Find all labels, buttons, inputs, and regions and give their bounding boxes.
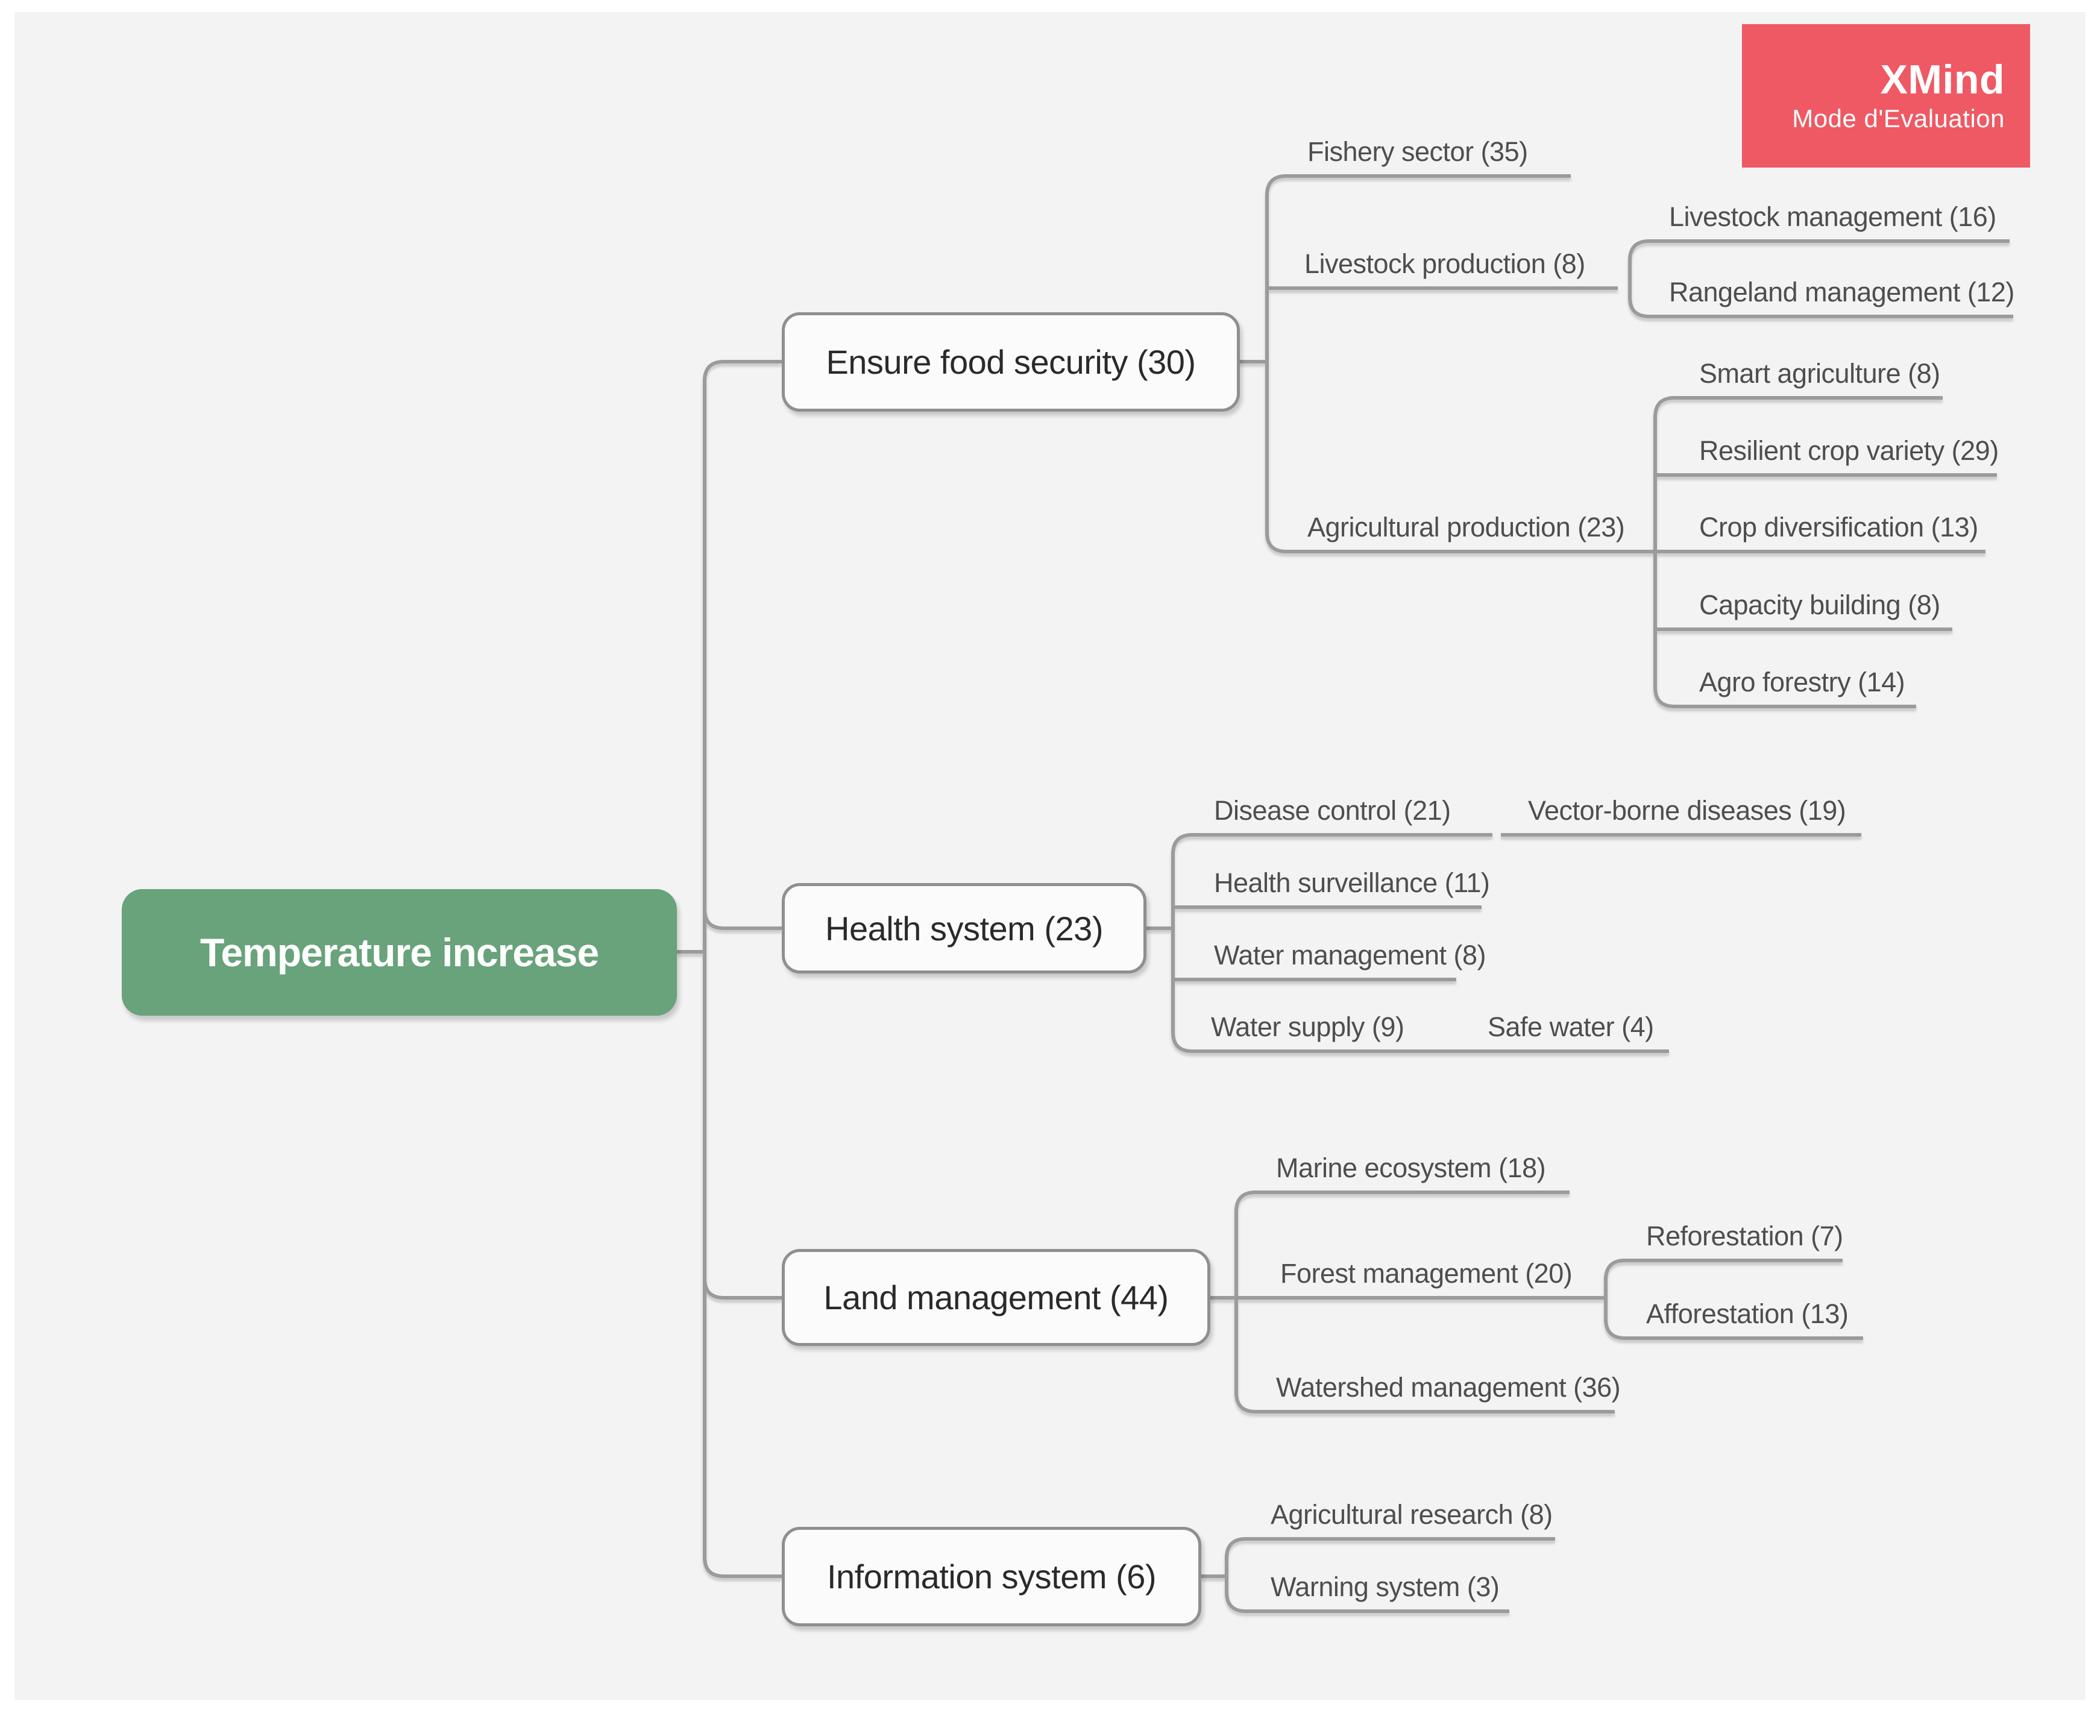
branch-land-management[interactable]: Land management (44) — [782, 1249, 1210, 1346]
topic-water-supply[interactable]: Water supply (9) — [1211, 1011, 1404, 1042]
topic-agro-forestry[interactable]: Agro forestry (14) — [1699, 667, 1905, 697]
connector-lines — [677, 174, 2013, 1613]
topic-agricultural-research[interactable]: Agricultural research (8) — [1271, 1499, 1553, 1530]
connector-trunk — [703, 360, 782, 1578]
topic-disease-control[interactable]: Disease control (21) — [1214, 795, 1451, 826]
topic-resilient-crop-variety[interactable]: Resilient crop variety (29) — [1699, 435, 1999, 466]
topic-marine-ecosystem[interactable]: Marine ecosystem (18) — [1276, 1153, 1546, 1183]
xmind-watermark-badge: XMind Mode d'Evaluation — [1742, 24, 2030, 168]
topic-livestock-production[interactable]: Livestock production (8) — [1304, 248, 1585, 279]
topic-vector-borne-diseases[interactable]: Vector-borne diseases (19) — [1528, 795, 1846, 826]
evaluation-mode-label: Mode d'Evaluation — [1792, 104, 2005, 133]
topic-fishery-sector[interactable]: Fishery sector (35) — [1307, 136, 1528, 167]
branch-health-system[interactable]: Health system (23) — [782, 883, 1146, 973]
connector-bracket-forest — [1604, 1259, 1863, 1340]
topic-water-management[interactable]: Water management (8) — [1214, 940, 1486, 970]
topic-watershed-management[interactable]: Watershed management (36) — [1276, 1372, 1621, 1403]
connector-stub-land — [703, 1278, 782, 1300]
topic-forest-management[interactable]: Forest management (20) — [1280, 1258, 1573, 1289]
topic-agricultural-production[interactable]: Agricultural production (23) — [1307, 512, 1625, 542]
connector-bracket-health — [1171, 833, 1669, 1053]
topic-reforestation[interactable]: Reforestation (7) — [1646, 1221, 1843, 1251]
topic-capacity-building[interactable]: Capacity building (8) — [1699, 590, 1940, 620]
root-topic-temperature-increase[interactable]: Temperature increase — [122, 889, 677, 1016]
branch-information-system[interactable]: Information system (6) — [782, 1527, 1201, 1626]
topic-smart-agriculture[interactable]: Smart agriculture (8) — [1699, 358, 1940, 389]
connector-stub-health — [703, 908, 782, 930]
topic-rangeland-management[interactable]: Rangeland management (12) — [1669, 277, 2014, 307]
topic-warning-system[interactable]: Warning system (3) — [1271, 1571, 1500, 1602]
topic-health-surveillance[interactable]: Health surveillance (11) — [1214, 867, 1490, 898]
mindmap-canvas: XMind Mode d'Evaluation Temperature incr… — [14, 12, 2086, 1700]
connector-bracket-land — [1234, 1190, 1615, 1414]
branch-food-security[interactable]: Ensure food security (30) — [782, 312, 1240, 412]
xmind-logo-text: XMind — [1880, 57, 2005, 102]
topic-livestock-management[interactable]: Livestock management (16) — [1669, 201, 1996, 232]
connector-bracket-food — [1265, 174, 1655, 553]
connector-bracket-livestock — [1628, 239, 2013, 318]
topic-crop-diversification[interactable]: Crop diversification (13) — [1699, 512, 1978, 542]
topic-afforestation[interactable]: Afforestation (13) — [1646, 1298, 1849, 1329]
topic-safe-water[interactable]: Safe water (4) — [1488, 1011, 1654, 1042]
connector-bracket-info — [1225, 1537, 1555, 1613]
